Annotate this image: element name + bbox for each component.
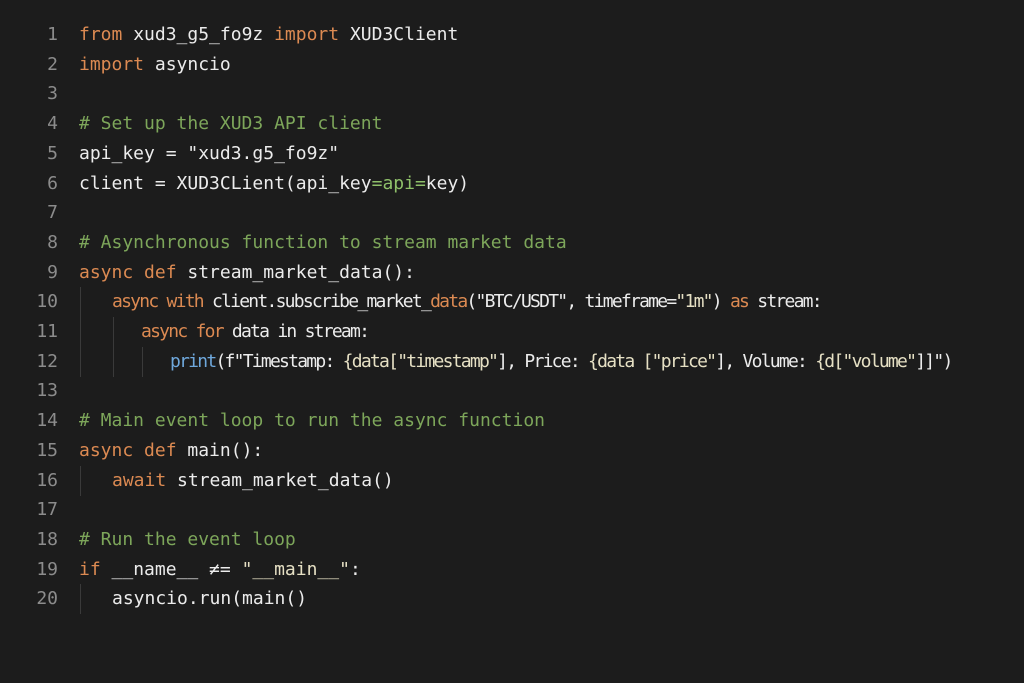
line-number: 8: [47, 231, 58, 253]
code-token: asyncio.run(main(): [112, 588, 308, 610]
code-token: import: [274, 24, 340, 45]
code-token: stream_market_data(): [166, 469, 394, 491]
code-token: (f"Timestamp:: [215, 350, 343, 372]
code-text: await stream_market_data(): [112, 466, 394, 496]
code-text: api_key = "xud3.g5_fo9z": [79, 139, 339, 169]
code-text: from xud3_g5_fo9z import XUD3Client: [79, 20, 458, 50]
code-text: # Asynchronous function to stream market…: [79, 228, 567, 258]
code-token: "volume": [842, 350, 916, 372]
code-text: async for data in stream:: [141, 317, 370, 347]
indent-guide: [142, 346, 143, 377]
code-token: "__main__": [241, 558, 350, 580]
line-number: 12: [36, 350, 58, 372]
code-text: async def main():: [79, 436, 263, 466]
line-number: 19: [36, 558, 58, 580]
code-text: if __name__ ≠= "__main__":: [79, 555, 361, 585]
line-number: 1: [47, 24, 58, 45]
indent-guide: [80, 287, 81, 318]
code-token: client = XUD3CLient(api_key: [79, 172, 372, 194]
code-token: await: [112, 469, 167, 491]
code-token: data: [430, 291, 468, 313]
code-token: client.subscribe_market_: [202, 291, 432, 313]
code-text: async def stream_market_data():: [79, 258, 415, 288]
code-token: import: [79, 53, 145, 75]
code-text: async with client.subscribe_market_data(…: [112, 287, 823, 317]
code-token: "price": [651, 350, 717, 372]
indent-guide: [80, 584, 81, 615]
code-token: data in stream:: [222, 321, 370, 342]
code-token: main():: [176, 439, 264, 461]
code-token: {d[: [815, 350, 844, 372]
line-number: 18: [36, 528, 58, 550]
code-text: print(f"Timestamp: {data["timestamp"], P…: [170, 347, 953, 377]
code-token: xud3_g5_fo9z: [122, 24, 275, 45]
indent-guide: [80, 346, 81, 377]
code-token: asyncio: [144, 53, 231, 75]
code-token: # Main event loop to run the async funct…: [79, 410, 545, 432]
indent-guide: [113, 346, 114, 377]
line-number: 16: [36, 469, 58, 491]
code-token: stream:: [748, 291, 822, 313]
line-number: 7: [47, 202, 58, 224]
line-number: 9: [47, 261, 58, 283]
line-number: 20: [36, 588, 58, 610]
code-token: ], Price:: [497, 350, 589, 372]
code-token: stream_market_data():: [176, 261, 415, 283]
code-token: async for: [141, 321, 225, 342]
code-text: # Main event loop to run the async funct…: [79, 406, 545, 436]
line-number: 13: [36, 380, 58, 402]
code-token: ("BTC/USDT", timeframe=: [466, 291, 677, 313]
indent-guide: [80, 465, 81, 496]
line-number: 6: [47, 172, 58, 194]
line-number: 17: [36, 499, 58, 521]
code-token: {data[: [342, 350, 399, 372]
code-token: print: [170, 350, 217, 372]
code-token: :: [349, 558, 361, 580]
line-number: 11: [36, 321, 58, 342]
code-text: import asyncio: [79, 50, 231, 80]
line-number: 3: [47, 83, 58, 105]
line-number: 2: [47, 53, 58, 75]
code-token: __name__ ≠=: [100, 558, 242, 580]
code-token: async def: [79, 439, 177, 461]
code-token: key): [425, 172, 470, 194]
code-token: api_key =: [79, 142, 188, 164]
code-text: client = XUD3CLient(api_key=api=key): [79, 169, 469, 199]
code-token: "timestamp": [397, 350, 499, 372]
code-text: # Set up the XUD3 API client: [79, 109, 382, 139]
line-number: 5: [47, 142, 58, 164]
code-token: from: [79, 24, 123, 45]
line-number: 15: [36, 439, 58, 461]
code-token: "xud3.g5_fo9z": [187, 142, 340, 164]
code-token: XUD3Client: [339, 24, 459, 45]
indent-guide: [80, 317, 81, 347]
code-text: asyncio.run(main(): [112, 584, 307, 614]
line-number: 10: [36, 291, 58, 313]
code-token: as: [729, 291, 750, 313]
code-token: # Run the event loop: [79, 528, 296, 550]
code-token: ]]"): [915, 350, 953, 372]
code-token: async def: [79, 261, 177, 283]
code-token: # Set up the XUD3 API client: [79, 113, 383, 135]
code-token: ], Volume:: [715, 350, 816, 372]
line-number: 4: [47, 113, 58, 135]
code-token: if: [79, 558, 101, 580]
code-token: =api=: [371, 172, 426, 194]
code-token: {data [: [588, 350, 653, 372]
code-token: ): [711, 291, 730, 313]
code-text: # Run the event loop: [79, 525, 296, 555]
code-token: "1m": [675, 291, 713, 313]
code-token: async with: [112, 291, 205, 313]
line-number: 14: [36, 410, 58, 432]
indent-guide: [113, 317, 114, 347]
code-token: # Asynchronous function to stream market…: [79, 231, 567, 253]
